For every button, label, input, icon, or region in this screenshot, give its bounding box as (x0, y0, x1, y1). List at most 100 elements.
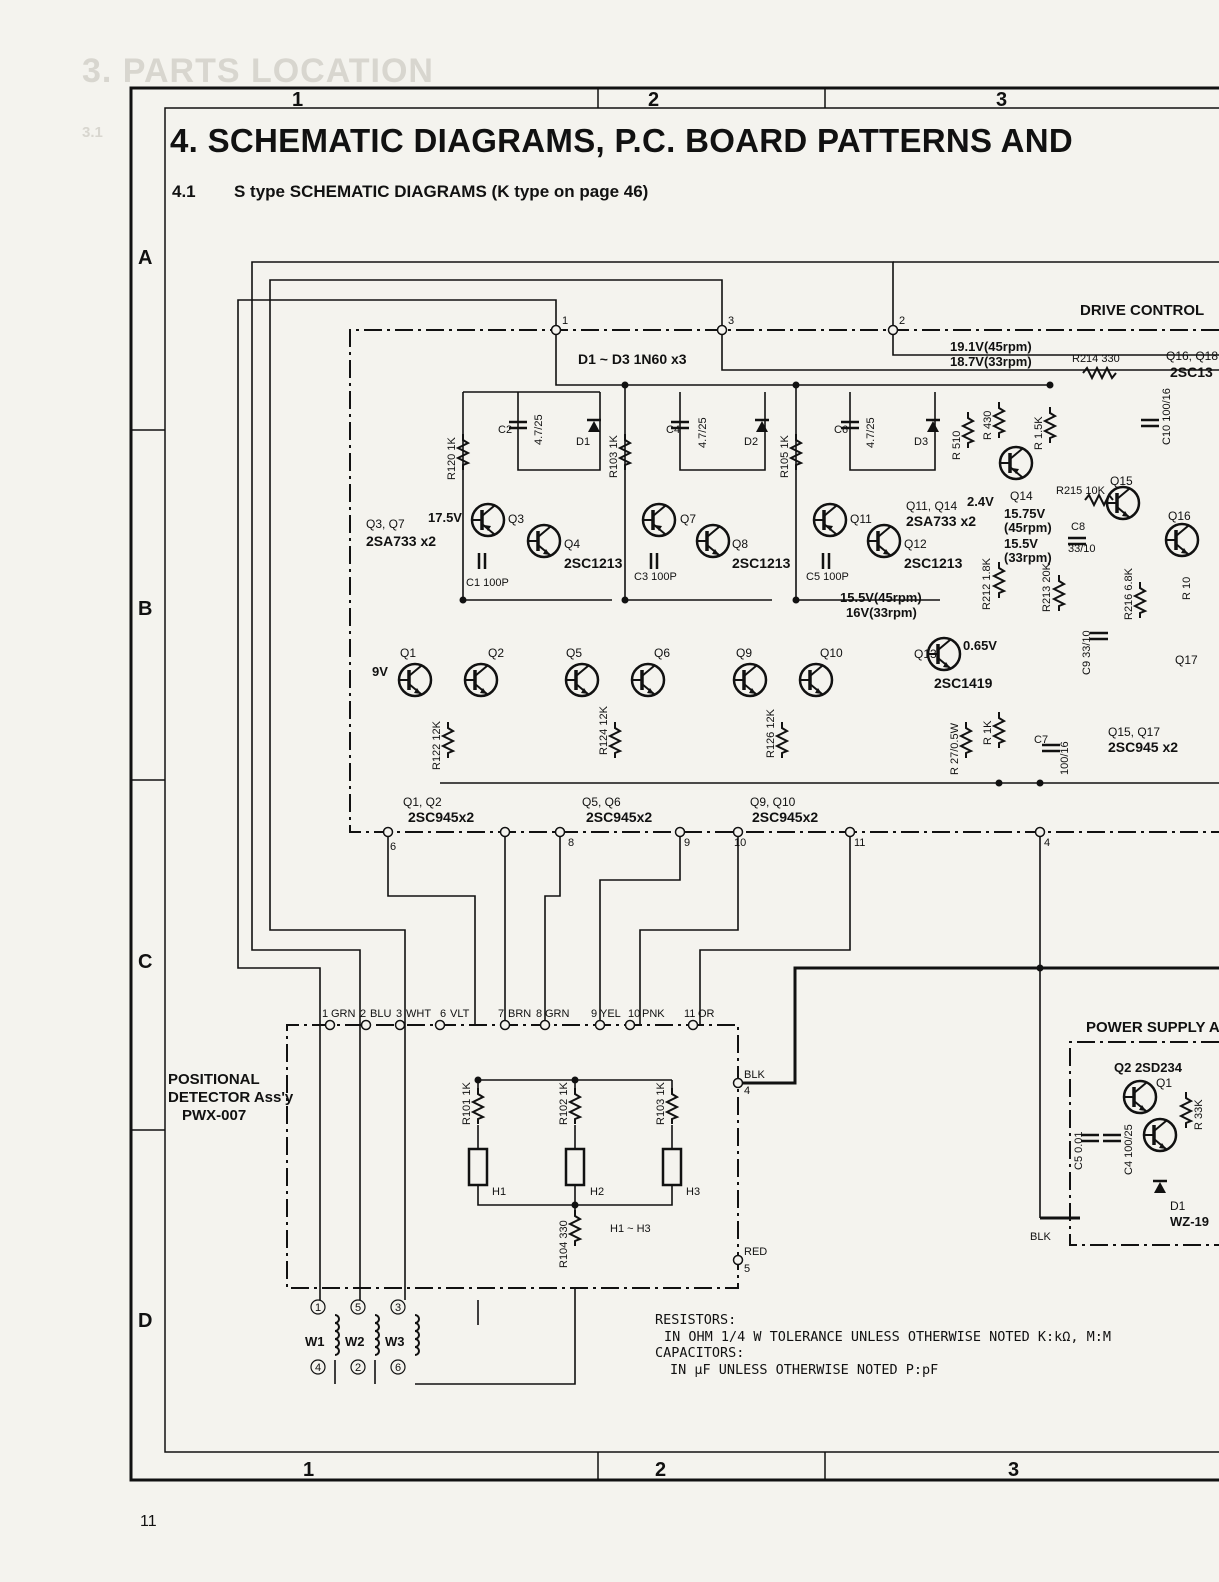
schematic-label-86: C9 33/10 (1081, 630, 1093, 675)
schematic-label-20: Q12 (904, 537, 927, 551)
schematic-label-127: 2 (360, 1008, 366, 1020)
schematic-label-73: R214 330 (1072, 353, 1120, 365)
schematic-label-52: D1 ~ D3 1N60 x3 (578, 351, 687, 367)
schematic-label-144: 4 (744, 1085, 750, 1097)
grid-labels: 1 2 3 1 2 3 A B C D (138, 89, 1019, 1481)
schematic-label-107: 0.65V (963, 638, 997, 653)
schematic-label-80: R 27/0.5W (949, 722, 961, 775)
page-title: 4. SCHEMATIC DIAGRAMS, P.C. BOARD PATTER… (170, 122, 1074, 159)
col-label-1-bottom: 1 (303, 1459, 314, 1481)
schematic-label-69: C5 100P (806, 571, 849, 583)
schematic-label-55: R120 1K (446, 437, 458, 480)
block-labels: DRIVE CONTROL POWER SUPPLY A POSITIONAL … (168, 302, 1219, 1124)
schematic-label-134: BRN (508, 1008, 531, 1020)
junction-dots (459, 381, 1054, 1209)
schematic-label-126: GRN (331, 1008, 356, 1020)
col-label-2-bottom: 2 (655, 1459, 666, 1481)
schematic-label-133: 7 (498, 1008, 504, 1020)
capacitor-symbols (477, 418, 1161, 1143)
schematic-label-125: 1 (322, 1008, 328, 1020)
schematic-label-42: 2SC1419 (934, 675, 993, 691)
positional-detector-label-3: PWX-007 (182, 1107, 246, 1124)
schematic-label-89: C10 100/16 (1161, 388, 1173, 445)
schematic-label-50: 2SC945 x2 (1108, 739, 1178, 755)
schematic-label-113: (33rpm) (1004, 550, 1052, 565)
schematic-label-124: 4 (1044, 837, 1050, 849)
faded-subheading: 3.1 (82, 124, 103, 141)
schematic-label-117: 3 (728, 315, 734, 327)
schematic-label-32: Q16, Q18 (1166, 349, 1218, 363)
schematic-label-37: 2SC1213 (564, 555, 623, 571)
schematic-label-120: 8 (568, 837, 574, 849)
positional-detector-label-2: DETECTOR Ass'y (168, 1089, 294, 1106)
schematic-label-99: W2 (345, 1334, 365, 1349)
col-label-3-bottom: 3 (1008, 1459, 1019, 1481)
schematic-label-85: 33/10 (1068, 543, 1096, 555)
schematic-label-60: C4 (666, 424, 680, 436)
drawing-frame (129, 86, 1219, 1482)
schematic-label-61: 4.7/25 (697, 417, 709, 448)
schematic-label-122: 10 (734, 837, 746, 849)
notes-resistors-heading: RESISTORS: (655, 1312, 737, 1328)
schematic-label-29: Q15 (1110, 474, 1133, 488)
schematic-label-109: 18.7V(33rpm) (950, 354, 1032, 369)
schematic-label-87: C7 (1034, 734, 1048, 746)
schematic-label-121: 9 (684, 837, 690, 849)
positional-detector-label-1: POSITIONAL (168, 1071, 260, 1088)
schematic-label-18: Q8 (732, 537, 748, 551)
schematic-label-79: R 1K (982, 720, 994, 745)
schematic-label-97: H1 ~ H3 (610, 1223, 651, 1235)
notes-capacitors-heading: CAPACITORS: (655, 1345, 745, 1361)
schematic-label-46: 2SC945x2 (586, 809, 652, 825)
interconnect-wires (237, 261, 1219, 1385)
drive-control-label: DRIVE CONTROL (1080, 302, 1204, 319)
section-number: 4.1 (172, 182, 196, 201)
row-label-c: C (138, 951, 152, 973)
schematic-label-110: 15.75V (1004, 506, 1046, 521)
schematic-label-34: Q2 2SD234 (1114, 1060, 1183, 1075)
schematic-label-92: R103 1K (655, 1082, 667, 1125)
schematic-label-143: BLK (744, 1069, 765, 1081)
schematic-label-136: GRN (545, 1008, 570, 1020)
schematic-label-94: H1 (492, 1186, 506, 1198)
schematic-label-58: C2 (498, 424, 512, 436)
schematic-label-84: C8 (1071, 521, 1085, 533)
schematic-label-64: D1 (576, 436, 590, 448)
schematic-label-106: 2.4V (967, 494, 994, 509)
schematic-label-59: 4.7/25 (533, 414, 545, 445)
schematic-label-65: D2 (744, 436, 758, 448)
schematic-label-123: 11 (854, 837, 865, 849)
schematic-label-93: R104 330 (558, 1220, 570, 1268)
schematic-label-23: Q5 (566, 646, 582, 660)
voltage-labels: 17.5V 9V 2.4V 0.65V 19.1V(45rpm) 18.7V(3… (372, 339, 1052, 679)
schematic-label-102: C4 100/25 (1123, 1124, 1135, 1175)
schematic-label-49: Q15, Q17 (1108, 725, 1160, 739)
schematic-label-33: Q1 (1156, 1076, 1172, 1090)
schematic-label-27: Q13 (914, 647, 937, 661)
schematic-label-48: 2SC945x2 (752, 809, 818, 825)
horizontal-resistors (1082, 365, 1117, 508)
schematic-label-39: 2SC1213 (904, 555, 963, 571)
schematic-label-82: R 510 (951, 431, 963, 460)
schematic-label-91: R102 1K (558, 1082, 570, 1125)
schematic-label-47: Q9, Q10 (750, 795, 796, 809)
col-label-2: 2 (648, 89, 659, 111)
schematic-label-152: 2 (355, 1362, 361, 1374)
schematic-label-131: 6 (440, 1008, 446, 1020)
schematic-label-129: 3 (396, 1008, 402, 1020)
schematic-label-36: 2SA733 x2 (366, 533, 436, 549)
schematic-label-112: 15.5V (1004, 536, 1038, 551)
schematic-label-145: RED (744, 1246, 767, 1258)
schematic-label-77: R212 1.8K (981, 557, 993, 610)
schematic-label-43: Q1, Q2 (403, 795, 442, 809)
schematic-label-67: C1 100P (466, 577, 509, 589)
faded-heading: 3. PARTS LOCATION (82, 52, 434, 90)
hall-elements (467, 1147, 683, 1187)
schematic-label-25: Q9 (736, 646, 752, 660)
schematic-label-95: H2 (590, 1186, 604, 1198)
schematic-label-57: R105 1K (779, 435, 791, 478)
schematic-label-30: Q16 (1168, 509, 1191, 523)
schematic-label-101: C5 0.01 (1073, 1131, 1085, 1170)
